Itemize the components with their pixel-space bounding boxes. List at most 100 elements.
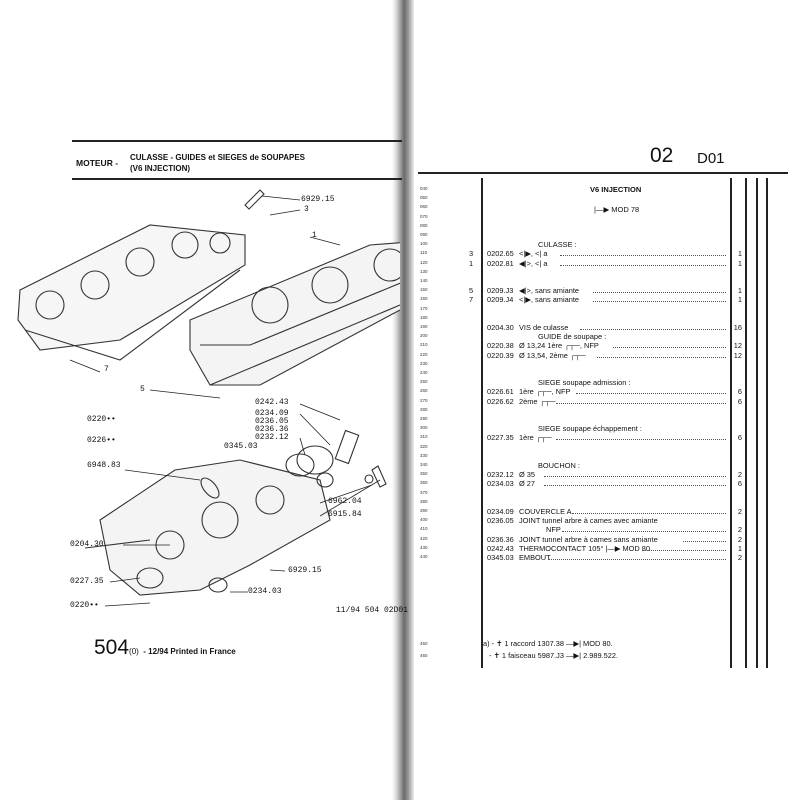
page-subtitle: (V6 INJECTION) [130,164,191,173]
callout-0220: 0220•• [87,415,116,424]
part-number: 0345.03 [487,553,514,562]
part-description: NFP [546,525,561,535]
table-row: BOUCHON : [0,461,800,470]
quantity: 2 [737,525,742,535]
table-row: SIEGE soupape échappement : [0,424,800,433]
leader-dots [559,259,726,266]
table-left-border [481,178,483,668]
callout-0242-43: 0242.43 [255,398,289,407]
group-number: 02 [650,144,674,167]
line-number: 200 [420,333,428,339]
callout-6962-04: 6962.04 [328,497,362,506]
part-number: 0226.61 [487,387,514,397]
part-description: 1ère ┌┬─, NFP [519,387,571,397]
leader-dots [543,479,726,487]
subgroup-number: D01 [697,150,725,167]
line-number: 260 [420,388,428,394]
part-number: 0202.81 [487,258,514,268]
part-number: 0202.65 [487,249,514,259]
line-number: 100 [420,241,428,247]
quantity: 1 [737,543,742,553]
quantity: 6 [737,479,742,489]
leader-dots [543,470,726,478]
part-description: Ø 35 [519,470,536,480]
line-number: 230 [420,360,428,366]
callout-6929-15-lower: 6929.15 [288,566,322,575]
exploded-cylinder-head-diagram [17,189,400,607]
callout-7: 7 [104,365,109,374]
line-number: 190 [420,324,428,329]
part-number: 0242.43 [487,543,514,553]
part-description: Ø 13,24 1ère ┌┬─, NFP [519,341,599,351]
leader-dots [580,323,726,330]
line-number: 340 [420,462,428,467]
line-number: 450 [420,641,428,646]
part-description: JOINT tunnel arbre à cames avec amiante [519,516,658,526]
line-number: 180 [420,314,428,320]
ref-number: 5 [468,286,474,296]
line-number: 410 [420,526,428,532]
quantity: 16 [733,323,742,332]
leader-dots [592,295,726,303]
table-row: SIEGE soupape admission : [0,378,800,387]
line-number: 420 [420,535,428,541]
line-number: 290 [420,416,428,421]
part-description: GUIDE de soupape : [538,332,607,342]
line-number: 320 [420,443,428,449]
line-number: 150 [420,287,428,293]
callout-0232-12: 0232.12 [255,433,289,442]
footnote: a) - ✝ 1 raccord 1307.38 —▶| MOD 80. [483,639,613,648]
table-heading-mod: |—▶ MOD 78 [594,205,640,214]
callout-1: 1 [312,231,317,240]
line-number: 360 [420,480,428,486]
part-number: 0209.J3 [487,286,514,296]
part-description: ◀|>, sans amiante [519,286,579,296]
leader-dots [562,525,726,533]
quantity: 1 [737,286,742,296]
callout-6915-84: 6915.84 [328,510,362,519]
line-number: 270 [420,397,428,403]
callout-0236-05: 0236.05 [255,417,289,426]
line-number: 330 [420,452,428,458]
part-description: Ø 13,54, 2ème ┌┬─ [519,350,586,360]
line-number: 060 [420,204,428,210]
part-number: 0226.62 [487,396,514,406]
part-description: 2ème ┌┬─ [519,396,556,406]
quantity: 6 [737,387,742,397]
quantity: 1 [737,249,742,259]
line-number: 110 [420,250,428,256]
line-number: 090 [420,232,428,237]
table-col-border [756,178,758,668]
table-row: GUIDE de soupape : [0,332,800,341]
part-description: THERMOCONTACT 105° |—▶ MOD 80 [519,543,651,553]
footer-model-sub: (0) [129,647,139,656]
leader-dots [572,507,726,514]
part-description: ◀|>, <| a [519,258,548,268]
footnote: - ✝ 1 faisceau 5987.J3 —▶| 2.989.522. [483,651,618,660]
leader-dots [547,553,726,560]
callout-0220-lower: 0220•• [70,601,99,610]
quantity: 6 [737,396,742,406]
leader-dots [576,387,726,395]
quantity: 12 [733,350,742,360]
part-number: 0220.38 [487,341,514,351]
callout-3: 3 [304,205,309,214]
table-row: 5 0209.J3 ◀|>, sans amiante 1 [0,286,800,295]
line-number: 440 [420,554,428,559]
table-row: 0242.43 THERMOCONTACT 105° |—▶ MOD 80 1 [0,544,800,553]
quantity: 6 [737,433,742,443]
quantity: 2 [737,507,742,516]
quantity: 2 [737,534,742,544]
line-number: 240 [420,370,428,375]
ref-number: 7 [468,295,474,305]
table-row: CULASSE : [0,240,800,249]
part-description: EMBOUT [519,553,551,562]
line-number: 170 [420,305,428,311]
leader-dots [596,351,726,358]
leader-dots [555,397,726,404]
leader-dots [559,249,726,257]
